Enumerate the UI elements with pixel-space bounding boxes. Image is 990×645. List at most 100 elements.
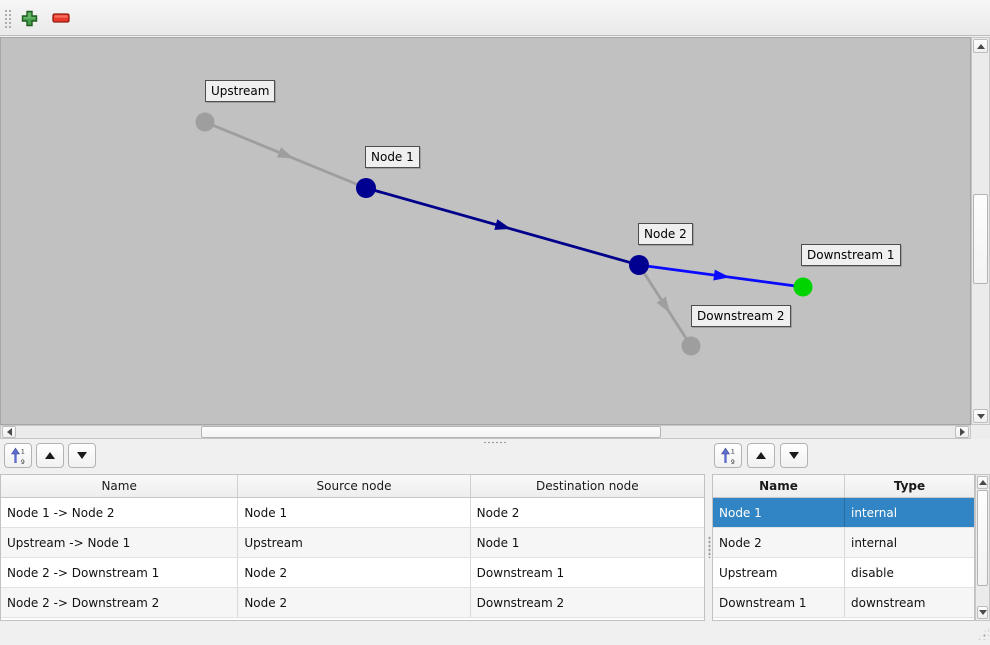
hscroll-thumb[interactable] [201, 426, 661, 438]
cell: disable [850, 565, 894, 580]
scroll-down-button[interactable] [973, 409, 988, 423]
graph-node-upstream[interactable] [195, 112, 215, 132]
add-button[interactable] [16, 5, 42, 31]
edge-arrow-icon [713, 269, 730, 281]
table-vscroll-thumb[interactable] [977, 490, 988, 586]
up-arrow-icon [756, 452, 766, 459]
svg-text:9: 9 [731, 459, 735, 465]
nodes-table-vscrollbar[interactable] [975, 474, 990, 621]
column-header-name[interactable]: Name [713, 475, 845, 497]
up-arrow-icon [45, 452, 55, 459]
graph-node-node2[interactable] [629, 255, 649, 275]
scroll-right-button[interactable] [955, 426, 969, 438]
window-resize-grip[interactable] [976, 627, 989, 640]
column-header-destination-node[interactable]: Destination node [536, 479, 639, 493]
node-row[interactable]: Node 2 internal [713, 528, 974, 558]
svg-text:1: 1 [21, 448, 25, 455]
down-arrow-icon [976, 413, 985, 419]
minus-icon [52, 13, 70, 23]
cell: Node 2 [476, 505, 520, 520]
node-row[interactable]: Node 1 internal [713, 498, 974, 528]
edges-move-down-button[interactable] [68, 443, 96, 468]
graph-svg [195, 112, 813, 356]
cell: Upstream -> Node 1 [1, 528, 239, 557]
node-label-node2[interactable]: Node 2 [638, 223, 693, 246]
up-arrow-icon [978, 480, 987, 485]
nodes-move-down-button[interactable] [780, 443, 808, 468]
cell: Node 2 -> Downstream 1 [1, 558, 239, 587]
scroll-up-button[interactable] [973, 39, 988, 53]
horizontal-splitter[interactable] [0, 439, 990, 445]
cell: Node 2 -> Downstream 2 [1, 588, 239, 617]
cell: downstream [850, 595, 926, 610]
edge-arrow-icon [656, 296, 670, 314]
nodes-move-up-button[interactable] [747, 443, 775, 468]
cell: Node 1 [713, 498, 845, 527]
canvas-hscrollbar[interactable] [0, 425, 971, 439]
edge-arrow-icon [276, 147, 294, 159]
edges-move-up-button[interactable] [36, 443, 64, 468]
cell: Node 1 [238, 498, 471, 527]
sort-ascending-icon: 1 9 [11, 447, 25, 465]
splitter-grip-icon [708, 536, 711, 558]
plus-icon [21, 10, 37, 26]
cell: Upstream [238, 528, 471, 557]
edge-arrow-icon [494, 219, 512, 230]
graph-node-downstream1[interactable] [793, 277, 813, 297]
column-header-source-node[interactable]: Source node [238, 475, 471, 497]
cell: Node 2 [713, 528, 845, 557]
toolbar-grip[interactable] [4, 9, 13, 28]
graph-node-node1[interactable] [356, 178, 376, 198]
node-label-downstream1[interactable]: Downstream 1 [801, 244, 901, 267]
node-row[interactable]: Upstream disable [713, 558, 974, 588]
sort-ascending-icon: 1 9 [721, 447, 735, 465]
nodes-sort-button[interactable]: 1 9 [714, 443, 742, 468]
left-arrow-icon [6, 428, 12, 436]
cell: Downstream 1 [476, 565, 565, 580]
down-arrow-icon [978, 610, 987, 615]
scroll-down-button[interactable] [977, 606, 988, 619]
vertical-splitter[interactable] [707, 474, 712, 621]
node-label-downstream2[interactable]: Downstream 2 [691, 305, 791, 328]
cell: Downstream 2 [476, 595, 565, 610]
cell: Node 2 [238, 558, 471, 587]
cell: Upstream [713, 558, 845, 587]
right-arrow-icon [959, 428, 965, 436]
canvas-vscrollbar[interactable] [971, 37, 990, 425]
scroll-left-button[interactable] [2, 426, 16, 438]
down-arrow-icon [77, 452, 87, 459]
cell: Node 2 [238, 588, 471, 617]
nodes-table-header: Name Type [713, 475, 974, 498]
edges-sort-button[interactable]: 1 9 [4, 443, 32, 468]
node-label-node1[interactable]: Node 1 [365, 146, 420, 169]
main-toolbar [0, 0, 990, 36]
scrollbar-corner [971, 425, 990, 439]
node-label-upstream[interactable]: Upstream [205, 80, 276, 103]
cell: internal [850, 505, 898, 520]
cell: internal [850, 535, 898, 550]
svg-text:9: 9 [21, 459, 25, 465]
remove-button[interactable] [48, 5, 74, 31]
cell: Node 1 [476, 535, 520, 550]
column-header-type[interactable]: Type [893, 479, 926, 493]
cell: Node 1 -> Node 2 [1, 498, 239, 527]
graph-node-downstream2[interactable] [681, 336, 701, 356]
vscroll-thumb[interactable] [973, 194, 988, 284]
cell: Downstream 1 [713, 588, 845, 617]
down-arrow-icon [789, 452, 799, 459]
scroll-up-button[interactable] [977, 476, 988, 489]
node-row[interactable]: Downstream 1 downstream [713, 588, 974, 618]
column-header-name[interactable]: Name [1, 475, 239, 497]
up-arrow-icon [976, 43, 985, 49]
